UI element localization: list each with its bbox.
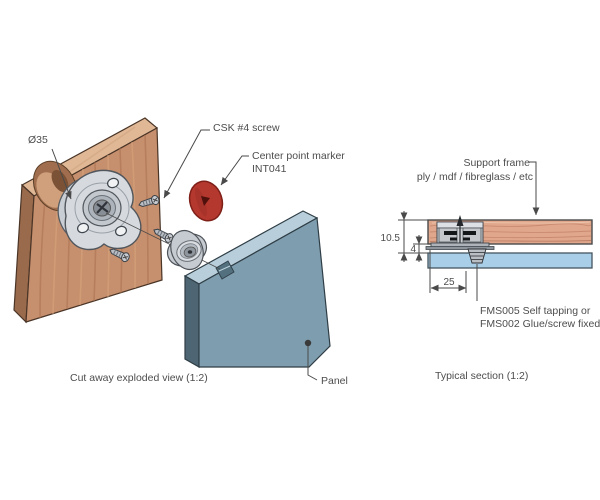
section-view: Support frame ply / mdf / fibreglass / e… [381, 157, 600, 382]
fixing-label-line2: FMS002 Glue/screw fixed [480, 318, 600, 330]
csk-screw-label: CSK #4 screw [213, 122, 280, 134]
panel-leader-dot [304, 339, 312, 347]
dia-label: Ø35 [28, 134, 48, 146]
fixing-label-line1: FMS005 Self tapping or [480, 305, 591, 317]
section-panel [427, 252, 593, 269]
flange-fitting [57, 169, 142, 251]
screw-hole [107, 177, 119, 189]
csk-screw [109, 248, 130, 263]
panel-leader-line [307, 346, 318, 381]
grommet [166, 229, 208, 271]
center-point-marker-disc [188, 180, 224, 222]
dia-leader-line [51, 148, 72, 200]
screw-hole [77, 222, 89, 234]
support-leader-line [529, 161, 540, 216]
support-label-line1: Support frame [463, 157, 530, 169]
dim-depth-text: 10.5 [381, 233, 401, 244]
support-label-line2: ply / mdf / fibreglass / etc [417, 171, 533, 183]
section-caption: Typical section (1:2) [435, 370, 528, 382]
csk-screw [138, 195, 160, 208]
exploded-view: Ø35 CSK #4 screw Center point marker INT… [13, 117, 348, 387]
screw-hole [115, 225, 127, 237]
exploded-caption: Cut away exploded view (1:2) [70, 372, 208, 384]
panel-notch [215, 260, 235, 280]
stud-tip [456, 215, 464, 226]
marker-label-line2: INT041 [252, 163, 287, 175]
dim-offset-text: 25 [443, 277, 455, 288]
section-fastener [425, 215, 495, 250]
dimension-gap: 4 [410, 235, 431, 262]
section-screw [467, 248, 487, 264]
marker-leader-line [220, 155, 249, 186]
dimension-depth: 10.5 [381, 211, 428, 262]
csk-screw [153, 228, 174, 243]
marker-label-line1: Center point marker [252, 150, 345, 162]
panel [183, 210, 331, 369]
csk-leader-line [163, 129, 210, 199]
dimension-offset: 25 [429, 250, 467, 293]
dim-gap-text: 4 [410, 244, 416, 255]
panel-label: Panel [321, 375, 348, 387]
csk-screws [109, 195, 174, 263]
